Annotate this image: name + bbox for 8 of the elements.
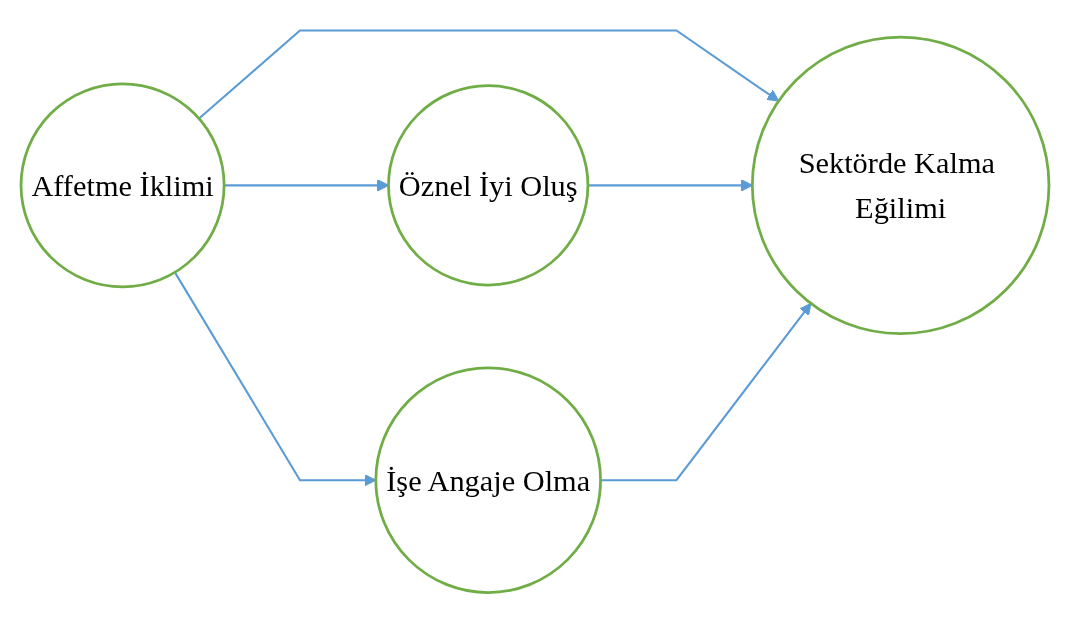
arrow [600,302,812,482]
arrow [587,179,753,192]
node-circle: Öznel İyi Oluş [387,84,590,287]
node-circle: Affetme İklimi [19,82,226,289]
node-circle: İşe Angaje Olma [374,366,602,594]
node-circle: Sektörde Kalma Eğilimi [750,35,1051,336]
arrow [174,271,377,487]
arrow [198,29,780,120]
